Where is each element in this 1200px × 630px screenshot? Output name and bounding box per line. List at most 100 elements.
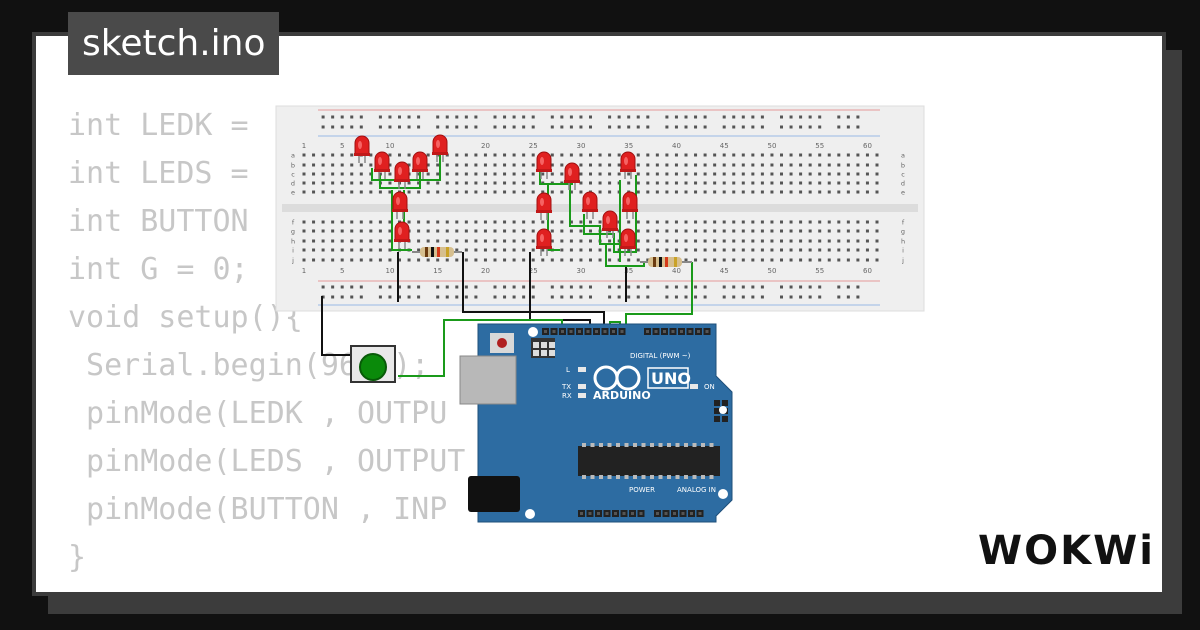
row-label: b (291, 162, 295, 170)
led-red[interactable] (582, 191, 598, 219)
row-label: i (902, 247, 904, 255)
row-label: g (901, 228, 905, 236)
column-label: 50 (767, 267, 776, 275)
code-line: pinMode(LEDS , OUTPUT (68, 444, 466, 479)
column-label: 30 (576, 267, 585, 275)
row-label: i (292, 247, 294, 255)
wire-black (321, 296, 350, 356)
column-label: 40 (672, 142, 681, 150)
row-label: d (291, 180, 295, 188)
led-red[interactable] (620, 228, 636, 256)
row-label: h (291, 238, 295, 246)
column-label: 40 (672, 267, 681, 275)
row-label: a (901, 152, 905, 160)
row-label: a (291, 152, 295, 160)
push-button[interactable] (350, 345, 396, 383)
row-label: c (901, 171, 905, 179)
column-label: 35 (624, 267, 633, 275)
column-label: 55 (815, 142, 824, 150)
led-rx-label: RX (562, 392, 572, 400)
resistor[interactable] (640, 257, 692, 267)
led-red[interactable] (394, 221, 410, 249)
column-label: 35 (624, 142, 633, 150)
code-line: int G = 0; (68, 252, 249, 287)
row-label: b (901, 162, 905, 170)
wire-green (583, 175, 637, 253)
analog-label: ANALOG IN (677, 486, 716, 494)
column-label: 55 (815, 267, 824, 275)
code-line: int BUTTON (68, 204, 249, 239)
row-label: j (901, 257, 904, 265)
pin-headers (533, 328, 728, 517)
led-red[interactable] (536, 228, 552, 256)
column-label: 60 (863, 142, 872, 150)
column-label: 60 (863, 267, 872, 275)
led-red[interactable] (354, 135, 370, 163)
atmega-chip (578, 446, 720, 476)
wire-green (625, 262, 693, 332)
power-label: POWER (629, 486, 655, 494)
code-line: int LEDK = (68, 108, 267, 143)
code-line: } (68, 540, 87, 575)
column-label: 50 (767, 142, 776, 150)
column-label: 5 (340, 267, 344, 275)
on-label: ON (704, 383, 715, 391)
power-jack (468, 476, 520, 512)
wire-black (462, 252, 605, 330)
model-label: UNO (651, 369, 691, 388)
led-red[interactable] (432, 134, 448, 162)
column-label: 25 (529, 142, 538, 150)
row-label: e (291, 189, 295, 197)
wire-green (605, 245, 645, 267)
led-red[interactable] (602, 210, 618, 238)
arduino-uno-board[interactable]: ARDUINO UNO DIGITAL (PWM ~) ON POWER ANA… (459, 323, 733, 523)
code-line: int LEDS = (68, 156, 267, 191)
column-label: 15 (433, 267, 442, 275)
code-line: pinMode(LEDK , OUTPU (68, 396, 448, 431)
row-label: h (901, 238, 905, 246)
row-label: g (291, 228, 295, 236)
led-red[interactable] (374, 151, 390, 179)
led-red[interactable] (394, 161, 410, 189)
led-red[interactable] (564, 162, 580, 190)
column-label: 20 (481, 142, 490, 150)
column-label: 30 (576, 142, 585, 150)
resistor[interactable] (412, 247, 462, 257)
digital-label: DIGITAL (PWM ~) (630, 352, 691, 360)
led-tx-label: TX (561, 383, 571, 391)
column-label: 25 (529, 267, 538, 275)
led-red[interactable] (392, 191, 408, 219)
column-label: 45 (720, 142, 729, 150)
brand-label: ARDUINO (593, 389, 651, 402)
code-line: pinMode(BUTTON , INP (68, 492, 448, 527)
file-tab[interactable]: sketch.ino (68, 12, 280, 75)
row-label: j (291, 257, 294, 265)
led-group (354, 134, 638, 256)
led-l-label: L (566, 366, 570, 374)
row-label: c (291, 171, 295, 179)
wire-green (569, 185, 624, 245)
column-label: 20 (481, 267, 490, 275)
wire-green (379, 165, 421, 189)
column-label: 45 (720, 267, 729, 275)
led-red[interactable] (536, 192, 552, 220)
wokwi-logo: WOKWi (978, 528, 1155, 574)
row-label: e (901, 189, 905, 197)
column-label: 1 (302, 267, 306, 275)
row-label: d (901, 180, 905, 188)
column-label: 10 (385, 142, 394, 150)
column-label: 10 (385, 267, 394, 275)
led-red[interactable] (622, 191, 638, 219)
led-red[interactable] (536, 151, 552, 179)
column-label: 5 (340, 142, 344, 150)
row-label: f (292, 219, 295, 227)
led-red[interactable] (412, 151, 428, 179)
column-label: 1 (302, 142, 306, 150)
led-red[interactable] (620, 151, 636, 179)
usb-port (459, 355, 517, 405)
row-label: f (902, 219, 905, 227)
